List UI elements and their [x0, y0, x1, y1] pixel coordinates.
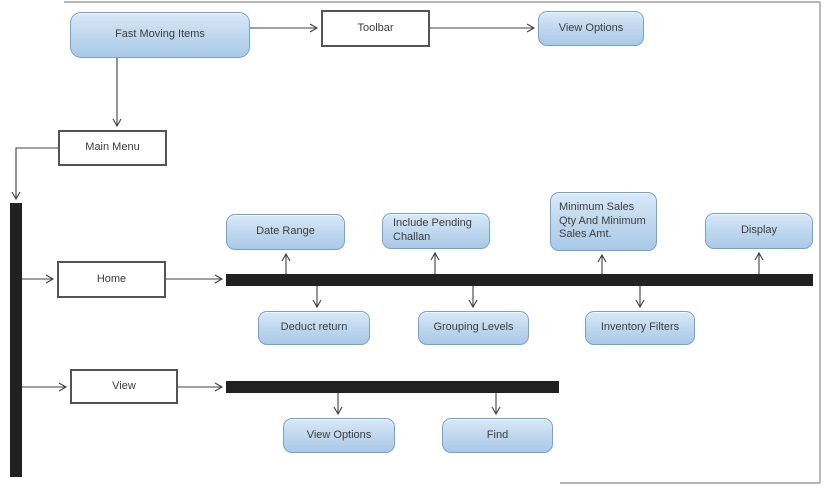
view-branch-bar: [226, 381, 559, 393]
node-minimum-sales: Minimum Sales Qty And Minimum Sales Amt.: [550, 192, 657, 251]
node-view-options-top: View Options: [538, 11, 644, 46]
home-branch-bar: [226, 274, 813, 286]
node-grouping-levels: Grouping Levels: [418, 311, 529, 345]
node-view-options-bottom: View Options: [283, 418, 395, 453]
connector-mainmenu-bar: [11, 147, 58, 201]
node-toolbar: Toolbar: [321, 10, 430, 47]
node-display: Display: [705, 213, 813, 249]
node-view: View: [70, 369, 178, 404]
node-date-range: Date Range: [226, 214, 345, 250]
main-menu-branch-bar: [10, 203, 22, 477]
node-find: Find: [442, 418, 553, 453]
node-main-menu: Main Menu: [58, 130, 167, 166]
node-inventory-filters: Inventory Filters: [585, 311, 695, 345]
node-deduct-return: Deduct return: [258, 311, 370, 345]
node-fast-moving-items: Fast Moving Items: [70, 12, 250, 58]
node-include-pending-challan: Include Pending Challan: [382, 213, 490, 249]
node-home: Home: [57, 261, 166, 298]
